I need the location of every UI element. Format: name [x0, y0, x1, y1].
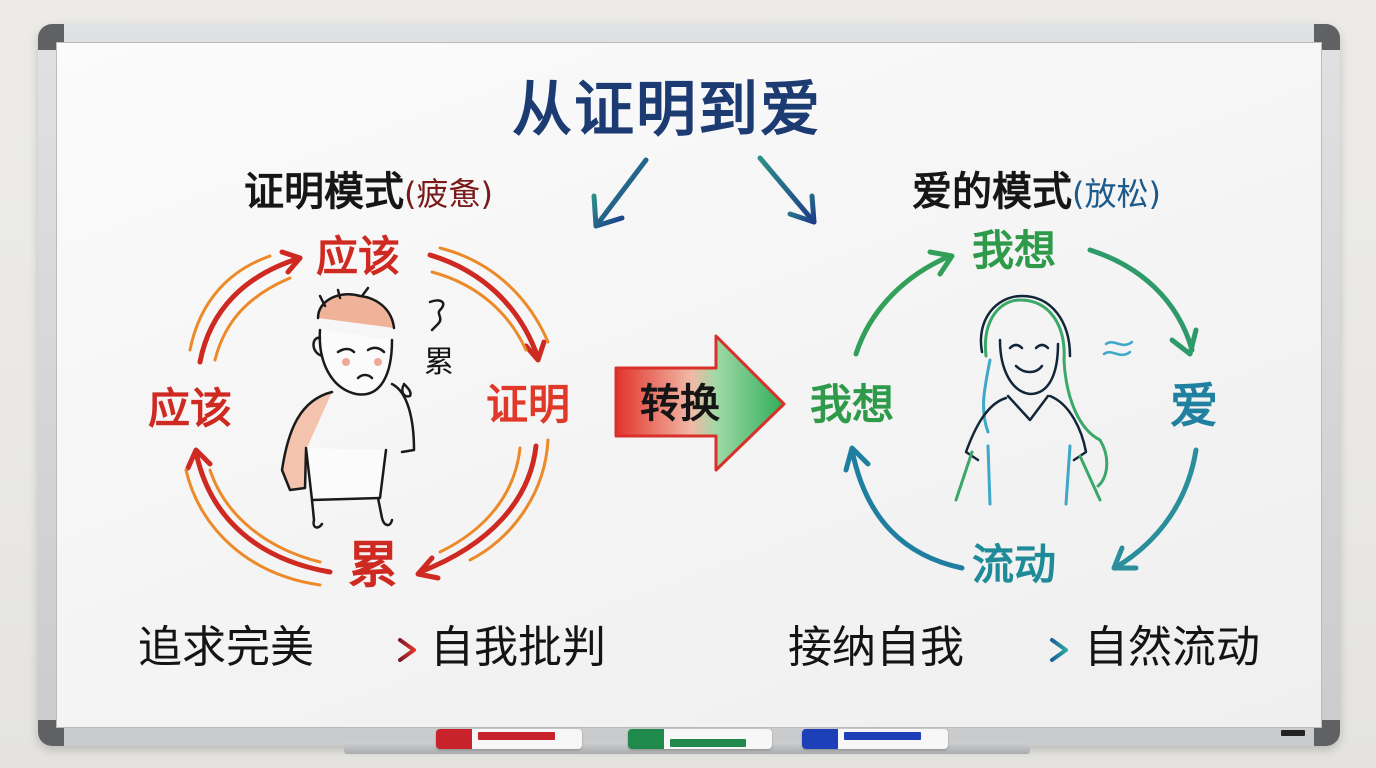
- left-cycle-arrows: [184, 246, 550, 587]
- proof-mode-paren: (疲惫): [404, 175, 493, 213]
- left-cycle-node-left: 应该: [148, 384, 233, 433]
- split-arrow-left-icon: [591, 157, 649, 229]
- proof-mode-heading: 证明模式(疲惫): [244, 172, 493, 212]
- bottom-right-from: 接纳自我: [788, 622, 964, 673]
- proof-mode-label: 证明模式: [244, 169, 404, 215]
- left-cycle-node-bottom: 累: [348, 536, 398, 594]
- green-marker[interactable]: [628, 729, 772, 749]
- love-mode-paren: (放松): [1072, 175, 1161, 213]
- right-cycle-node-left: 我想: [810, 380, 895, 429]
- green-marker-cap: [628, 729, 664, 749]
- split-arrow-right-icon: [757, 155, 817, 225]
- blue-marker[interactable]: [802, 729, 948, 749]
- love-mode-label: 爱的模式: [912, 169, 1072, 215]
- bottom-right-to: 自然流动: [1084, 622, 1260, 673]
- right-cycle-node-right: 爱: [1170, 378, 1219, 434]
- figure-caption: 累: [424, 345, 454, 380]
- bottom-left-to: 自我批判: [430, 622, 606, 673]
- left-cycle-node-top: 应该: [316, 232, 401, 281]
- transition-arrow-icon: [614, 334, 786, 472]
- red-marker[interactable]: [436, 729, 582, 749]
- bottom-right-arrow-icon: [990, 638, 1068, 662]
- right-cycle-node-top: 我想: [972, 226, 1057, 275]
- love-mode-heading: 爱的模式(放松): [912, 172, 1161, 212]
- bottom-left-arrow-icon: [338, 638, 416, 662]
- brand-sticker: [1281, 730, 1305, 736]
- left-cycle-node-right: 证明: [486, 380, 571, 429]
- bottom-left-from: 追求完美: [138, 622, 314, 673]
- tired-person-illustration: [280, 286, 445, 529]
- blue-marker-cap: [802, 729, 838, 749]
- red-marker-cap: [436, 729, 472, 749]
- relaxed-woman-illustration: [954, 294, 1134, 506]
- board-title: 从证明到爱: [512, 75, 822, 145]
- transition-label: 转换: [640, 381, 720, 427]
- right-cycle-arrows: [843, 247, 1199, 571]
- right-cycle-node-bottom: 流动: [972, 540, 1057, 589]
